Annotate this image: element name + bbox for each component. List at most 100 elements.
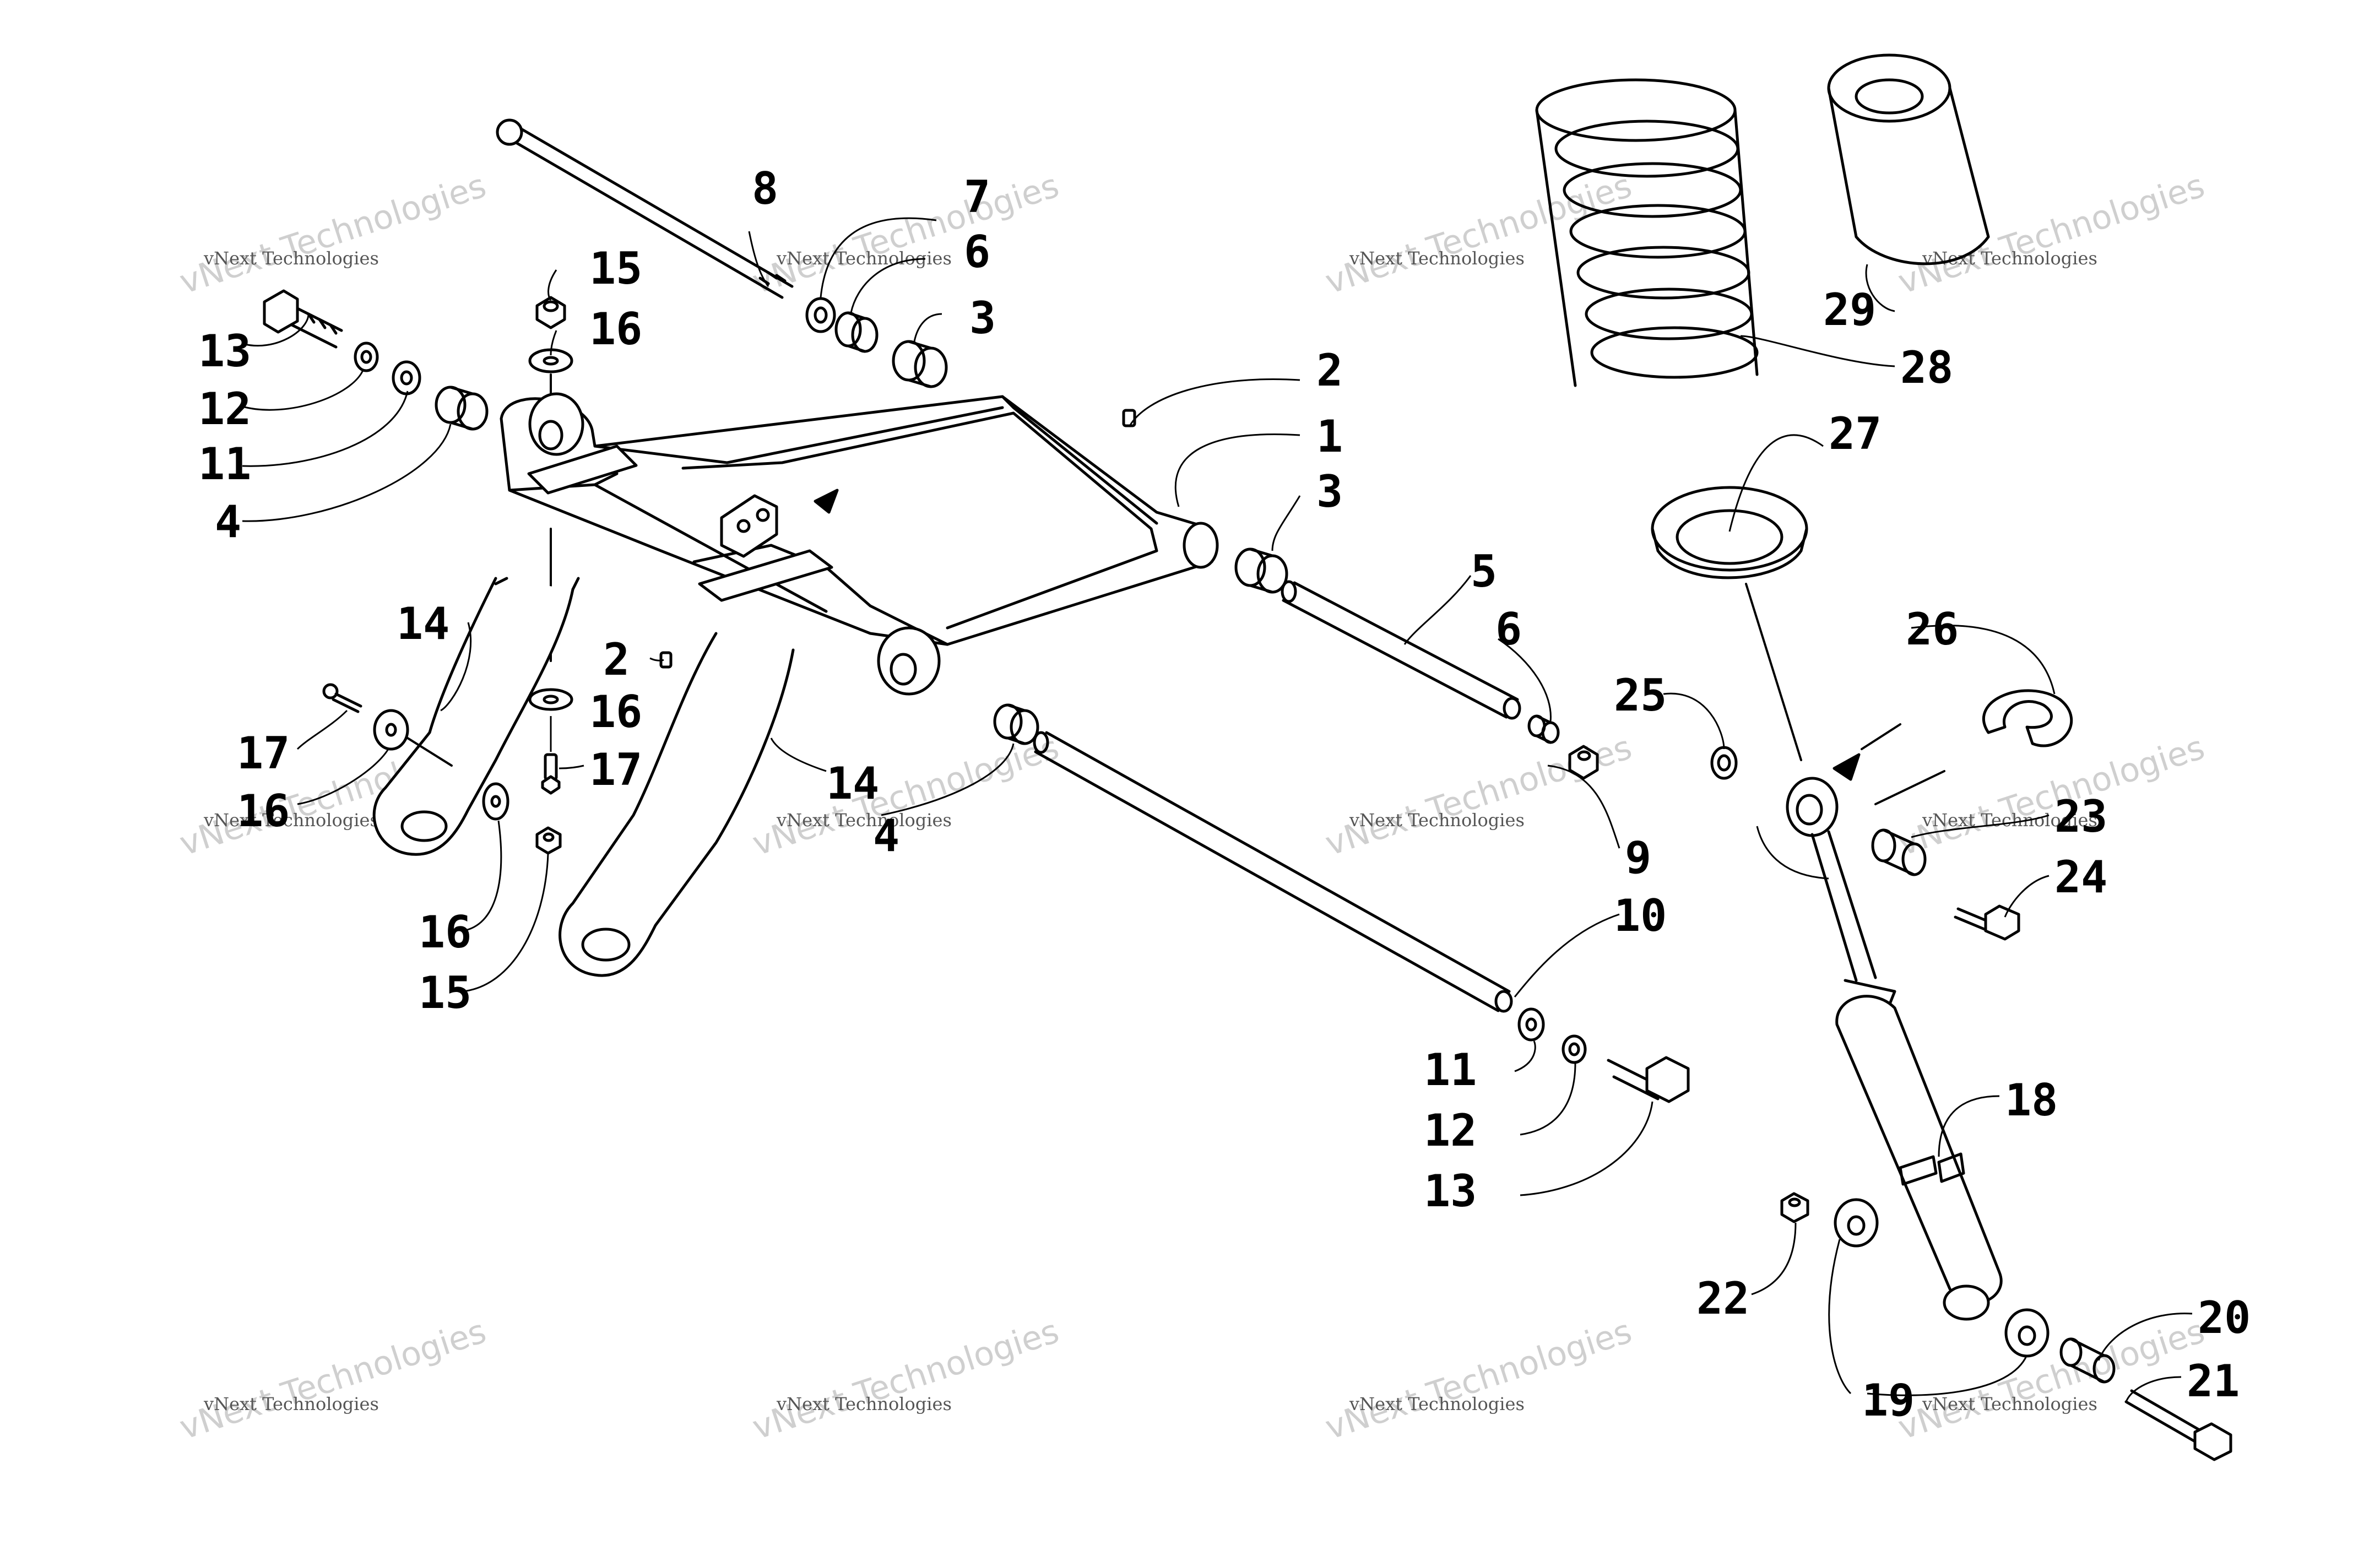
part-bushing: [2004, 1308, 2050, 1358]
part-bolt-small: [541, 753, 561, 795]
callout-16: 16: [419, 907, 471, 958]
watermark-text: vNext Technologies: [1349, 810, 1525, 831]
part-bushing: [1871, 828, 1927, 876]
watermark-text: vNext Technologies: [1349, 1394, 1525, 1414]
callout-10: 10: [1614, 890, 1667, 941]
part-long-bolt: [496, 118, 794, 299]
watermark-faint: vNext Technologies: [175, 1312, 491, 1447]
callout-11: 11: [1424, 1044, 1477, 1096]
callout-6: 6: [964, 226, 990, 278]
callout-28: 28: [1900, 342, 1953, 393]
part-bushing: [435, 386, 489, 431]
part-bushing: [1710, 746, 1738, 780]
pointer-arrow: [814, 489, 839, 514]
callout-6: 6: [1495, 604, 1522, 655]
part-swing-arm: [372, 577, 580, 856]
callout-8: 8: [752, 163, 778, 214]
callout-16: 16: [589, 686, 642, 738]
callout-3: 3: [1316, 466, 1343, 517]
part-bushing: [1234, 547, 1288, 594]
part-sleeve: [834, 311, 879, 353]
part-bolt-small: [322, 683, 362, 713]
part-washer: [805, 297, 836, 333]
part-boot: [1827, 53, 1990, 265]
callout-12: 12: [198, 383, 251, 435]
watermark-faint: vNext Technologies: [1321, 1312, 1636, 1447]
watermark-text: vNext Technologies: [203, 810, 379, 831]
callout-15: 15: [419, 967, 471, 1018]
watermark-text: vNext Technologies: [776, 810, 952, 831]
callout-16: 16: [589, 303, 642, 355]
part-sleeve: [2059, 1337, 2116, 1384]
assembly-line: [406, 737, 453, 767]
part-bolt-right: [1607, 1056, 1690, 1103]
callout-26: 26: [1906, 604, 1959, 655]
callout-12: 12: [1424, 1105, 1477, 1156]
watermark-faint: vNext Technologies: [1321, 166, 1636, 302]
callout-27: 27: [1829, 408, 1882, 459]
callout-17: 17: [237, 728, 290, 779]
watermark-text: vNext Technologies: [1922, 1394, 2097, 1414]
callout-17: 17: [589, 744, 642, 795]
part-bolt: [1954, 904, 2020, 941]
callout-18: 18: [2005, 1075, 2058, 1126]
part-nut: [1568, 745, 1599, 780]
part-shock-absorber: [1786, 777, 2003, 1321]
part-a-arm: [500, 392, 1219, 696]
callout-2: 2: [1316, 345, 1343, 396]
watermark-text: vNext Technologies: [203, 1394, 379, 1414]
part-bolt-left: [263, 289, 343, 349]
callout-1: 1: [1316, 411, 1343, 462]
part-nut: [535, 826, 562, 855]
watermark-text: vNext Technologies: [203, 248, 379, 269]
part-washer: [1517, 1007, 1545, 1042]
callout-19: 19: [1862, 1375, 1915, 1426]
callout-11: 11: [198, 438, 251, 490]
callout-16: 16: [237, 785, 290, 837]
callout-25: 25: [1614, 670, 1667, 721]
callout-labels: 1 2 2 3 3 4 4 5 6 6 7 8 9 10 11 11 12 12…: [198, 163, 2251, 1426]
assembly-line: [1745, 583, 1802, 761]
callout-24: 24: [2054, 852, 2107, 903]
part-washer: [373, 709, 409, 751]
part-clip: [1982, 689, 2073, 747]
part-shaft: [1281, 580, 1521, 720]
watermark-text: vNext Technologies: [776, 1394, 952, 1414]
watermark-text: vNext Technologies: [1922, 810, 2097, 831]
watermark-faint: vNext Technologies: [1894, 728, 2209, 864]
part-nut: [535, 296, 566, 329]
watermark-faint: vNext Technologies: [1894, 166, 2209, 302]
part-shaft: [993, 703, 1513, 1013]
watermark-faint: vNext Technologies: [175, 166, 491, 302]
watermark-faint: vNext Technologies: [748, 1312, 1064, 1447]
watermark-text: vNext Technologies: [1922, 248, 2097, 269]
part-washer: [528, 688, 573, 711]
callout-21: 21: [2187, 1356, 2240, 1407]
assembly-line: [1874, 770, 1945, 805]
callout-23: 23: [2054, 791, 2107, 842]
part-swing-arm: [559, 632, 795, 977]
watermark-text: vNext Technologies: [776, 248, 952, 269]
callout-13: 13: [1424, 1165, 1477, 1217]
callout-22: 22: [1696, 1273, 1749, 1324]
part-bolt: [2124, 1389, 2232, 1461]
callout-3: 3: [969, 292, 996, 344]
part-washer: [482, 782, 509, 821]
callout-14: 14: [397, 598, 449, 649]
callout-4: 4: [873, 810, 899, 861]
part-sleeve: [1527, 714, 1560, 744]
callout-9: 9: [1625, 832, 1651, 883]
part-spring-cup: [1651, 486, 1808, 579]
part-washer: [392, 360, 421, 395]
callout-14: 14: [826, 758, 879, 809]
assembly-line: [1861, 723, 1901, 750]
